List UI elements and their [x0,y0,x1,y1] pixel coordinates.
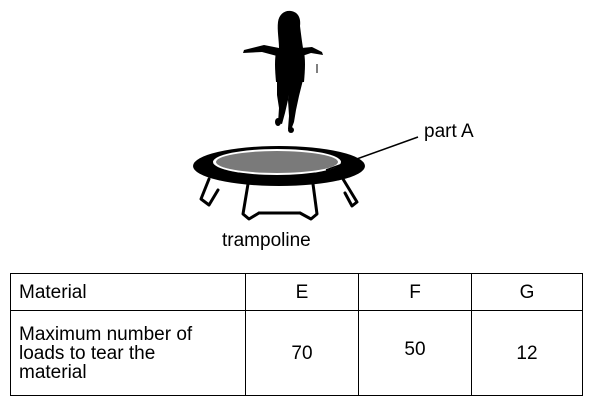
part-a-label: part A [424,121,474,142]
row-label-line-3: material [19,361,87,383]
trampoline-legs [199,177,359,221]
value-material-g: 12 [471,310,583,396]
header-material-e: E [245,273,359,311]
table-data-row: Maximum number of loads to tear the mate… [10,310,583,396]
front-right-leg [298,182,319,221]
row-label-cell: Maximum number of loads to tear the mate… [10,310,246,396]
value-material-e: 70 [245,310,359,396]
jumping-girl-silhouette [243,10,323,133]
part-a-jump-mat [216,151,338,173]
row-label-line-1: Maximum number of [19,323,193,345]
left-leg [199,177,220,207]
trampoline-frame [193,146,365,186]
header-material-cell: Material [10,273,246,311]
header-material-g: G [471,273,583,311]
value-material-f: 50 [358,310,472,396]
trampoline-label: trampoline [222,230,311,251]
material-table: Material E F G Maximum number of loads t… [10,273,583,396]
trampoline-illustration: part A trampoline [193,10,474,251]
part-a-pointer-line [325,136,419,171]
row-label-line-2: loads to tear the [19,342,156,364]
right-leg [341,177,359,208]
front-left-leg [241,182,261,221]
header-material-f: F [358,273,472,311]
table-header-row: Material E F G [10,273,583,311]
